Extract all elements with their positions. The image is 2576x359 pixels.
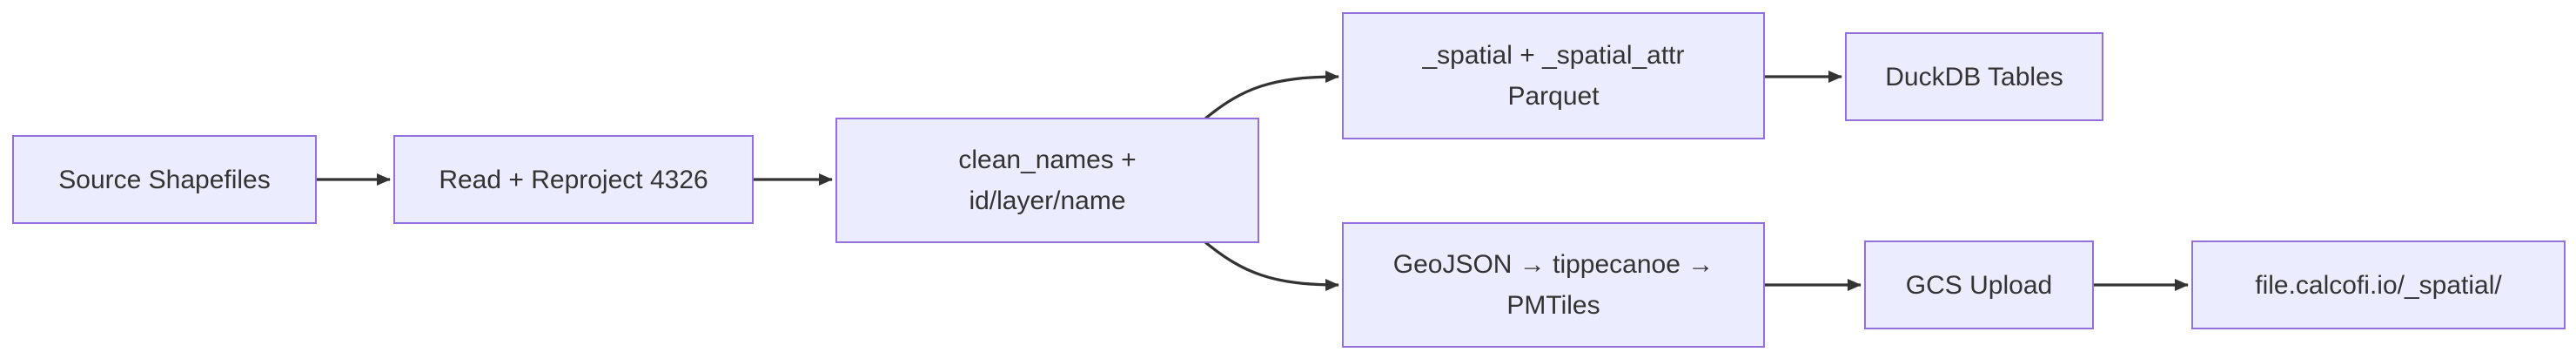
node-label-line2: id/layer/name — [969, 186, 1126, 215]
node-clean-names: clean_names + id/layer/name — [835, 118, 1259, 243]
node-geojson-tippecanoe-pmtiles: GeoJSON → tippecanoe → PMTiles — [1342, 222, 1765, 348]
node-label: file.calcofi.io/_spatial/ — [2255, 270, 2502, 300]
node-spatial-parquet: _spatial + _spatial_attr Parquet — [1342, 12, 1765, 139]
node-label-line1: _spatial + _spatial_attr — [1422, 41, 1685, 70]
node-label-line1: GeoJSON → tippecanoe → — [1392, 250, 1714, 279]
node-source-shapefiles: Source Shapefiles — [12, 135, 317, 224]
node-label: DuckDB Tables — [1885, 62, 2063, 91]
node-duckdb-tables: DuckDB Tables — [1845, 32, 2103, 121]
node-label: Source Shapefiles — [58, 165, 271, 194]
node-label-line1: clean_names + — [958, 146, 1137, 174]
edge-clean-to-tiles — [1204, 240, 1339, 291]
node-file-calcofi-url: file.calcofi.io/_spatial/ — [2191, 240, 2566, 329]
node-label-line2: PMTiles — [1506, 291, 1600, 320]
node-gcs-upload: GCS Upload — [1864, 240, 2094, 329]
node-read-reproject: Read + Reproject 4326 — [393, 135, 754, 224]
node-label: Read + Reproject 4326 — [439, 165, 708, 194]
node-label-line2: Parquet — [1507, 82, 1600, 111]
edge-clean-to-parquet — [1204, 71, 1339, 120]
node-label: GCS Upload — [1905, 270, 2053, 300]
